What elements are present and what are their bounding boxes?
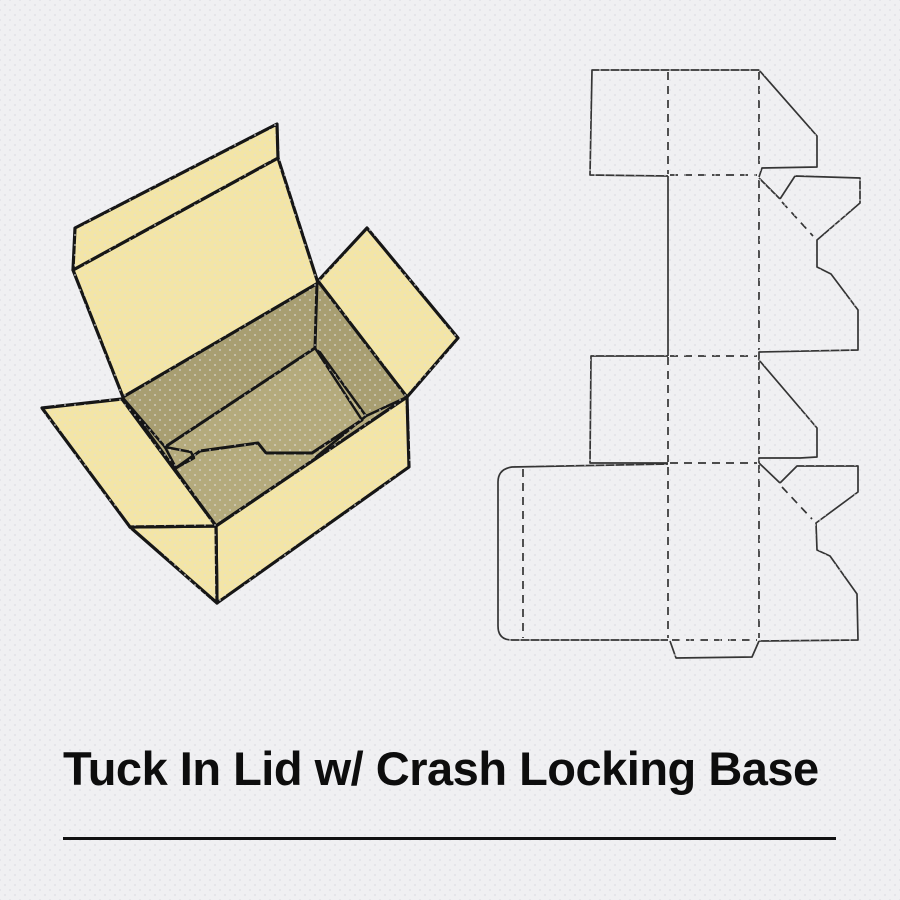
box-left-face-corner	[128, 524, 219, 605]
page-title: Tuck In Lid w/ Crash Locking Base	[63, 742, 819, 795]
assembled-box-illustration	[40, 122, 460, 605]
dieline-cut-lines	[497, 69, 861, 659]
title-divider-rule	[63, 837, 836, 840]
dieline-diagram	[497, 69, 861, 659]
